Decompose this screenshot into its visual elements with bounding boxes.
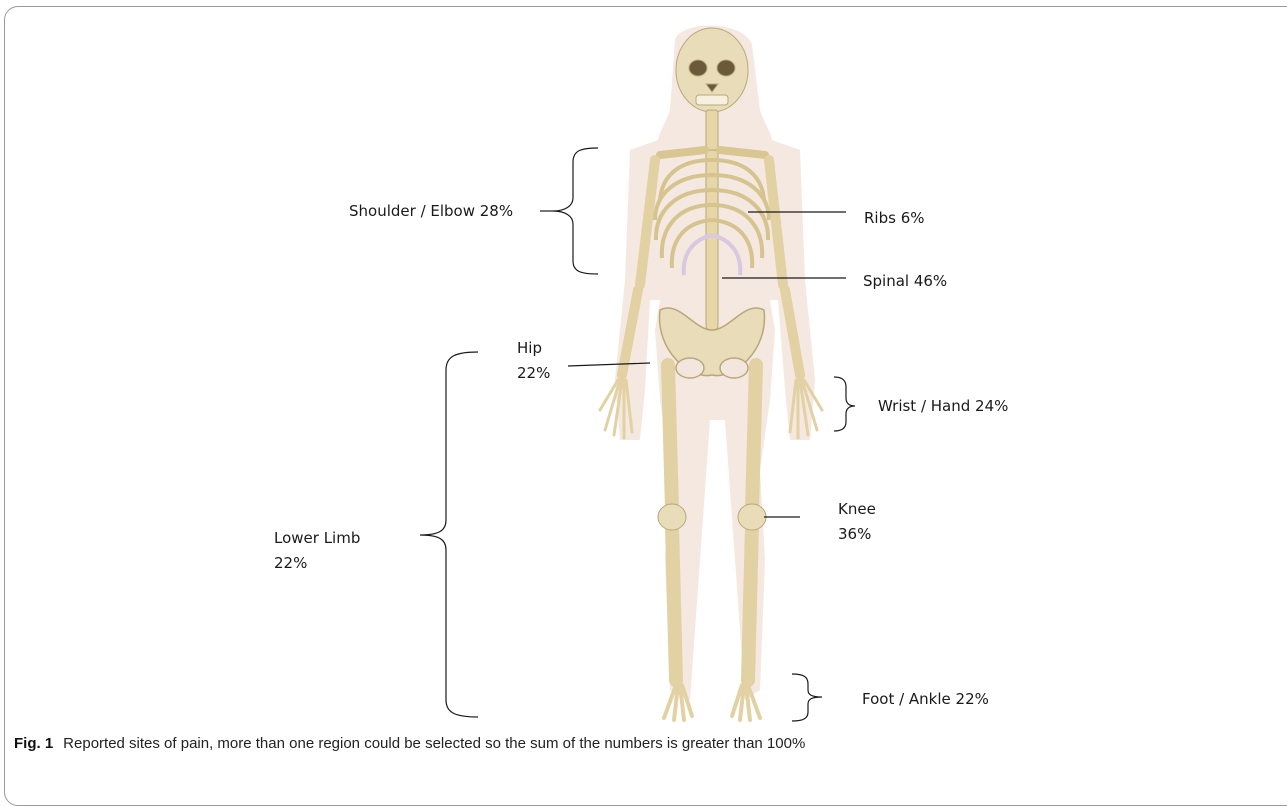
label-lower-limb-name: Lower Limb (274, 527, 360, 549)
knees (658, 504, 766, 530)
label-hip-name: Hip (517, 337, 542, 359)
label-lower-limb-percent: 22% (274, 552, 307, 574)
shoulder-elbow-bracket (553, 148, 598, 274)
figure-caption: Fig. 1 Reported sites of pain, more than … (14, 735, 805, 752)
label-wrist-hand: Wrist / Hand 24% (878, 395, 1008, 417)
caption-label: Fig. 1 (14, 735, 53, 752)
skull (676, 28, 748, 112)
feet (664, 685, 760, 720)
label-knee-percent: 36% (838, 523, 871, 545)
label-knee-name: Knee (838, 498, 876, 520)
skeleton-illustration (0, 0, 1287, 763)
label-hip-percent: 22% (517, 362, 550, 384)
lower-limb-bracket (420, 352, 478, 717)
label-spinal: Spinal 46% (863, 270, 947, 292)
label-shoulder-elbow: Shoulder / Elbow 28% (349, 200, 513, 222)
foot-ankle-bracket (792, 674, 822, 721)
wrist-hand-bracket (834, 377, 855, 431)
label-ribs: Ribs 6% (864, 207, 925, 229)
label-foot-ankle: Foot / Ankle 22% (862, 688, 989, 710)
caption-text: Reported sites of pain, more than one re… (63, 735, 805, 752)
